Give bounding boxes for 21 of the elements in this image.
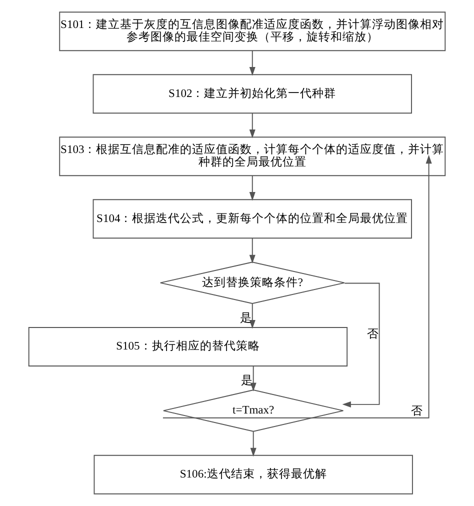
arrow [249, 50, 256, 76]
node-box: S101：建立基于灰度的互信息图像配准适应度函数，并计算浮动图像相对参考图像的最佳空间变换（平移，旋转和缩放） [59, 12, 446, 52]
node-diamond: t=Tmax? [162, 390, 344, 432]
edge-label: 是 [241, 374, 254, 387]
arrow [250, 431, 256, 457]
arrow [249, 112, 256, 138]
arrow [249, 303, 256, 329]
edge-label: 否 [411, 406, 424, 418]
arrow [162, 154, 432, 418]
arrow [249, 238, 256, 264]
edge-label: 是 [240, 312, 252, 324]
node-box: S104：根据迭代公式，更新每个个体的位置和全局最优位置 [92, 199, 412, 239]
node-box: S106:迭代结束，获得最优解 [94, 454, 413, 494]
node-diamond: 达到替换策略条件? [160, 262, 345, 304]
arrow [250, 366, 256, 392]
edge-label: 否 [367, 328, 380, 341]
node-box: S103：根据互信息配准的适应值函数，计算每个个体的适应度值，并计算种群的全局最优位置 [59, 136, 446, 176]
arrow [342, 282, 380, 408]
node-box: S105：执行相应的替代策略 [28, 327, 348, 366]
node-box: S102：建立并初始化第一代种群 [92, 74, 412, 114]
arrow [249, 175, 256, 201]
